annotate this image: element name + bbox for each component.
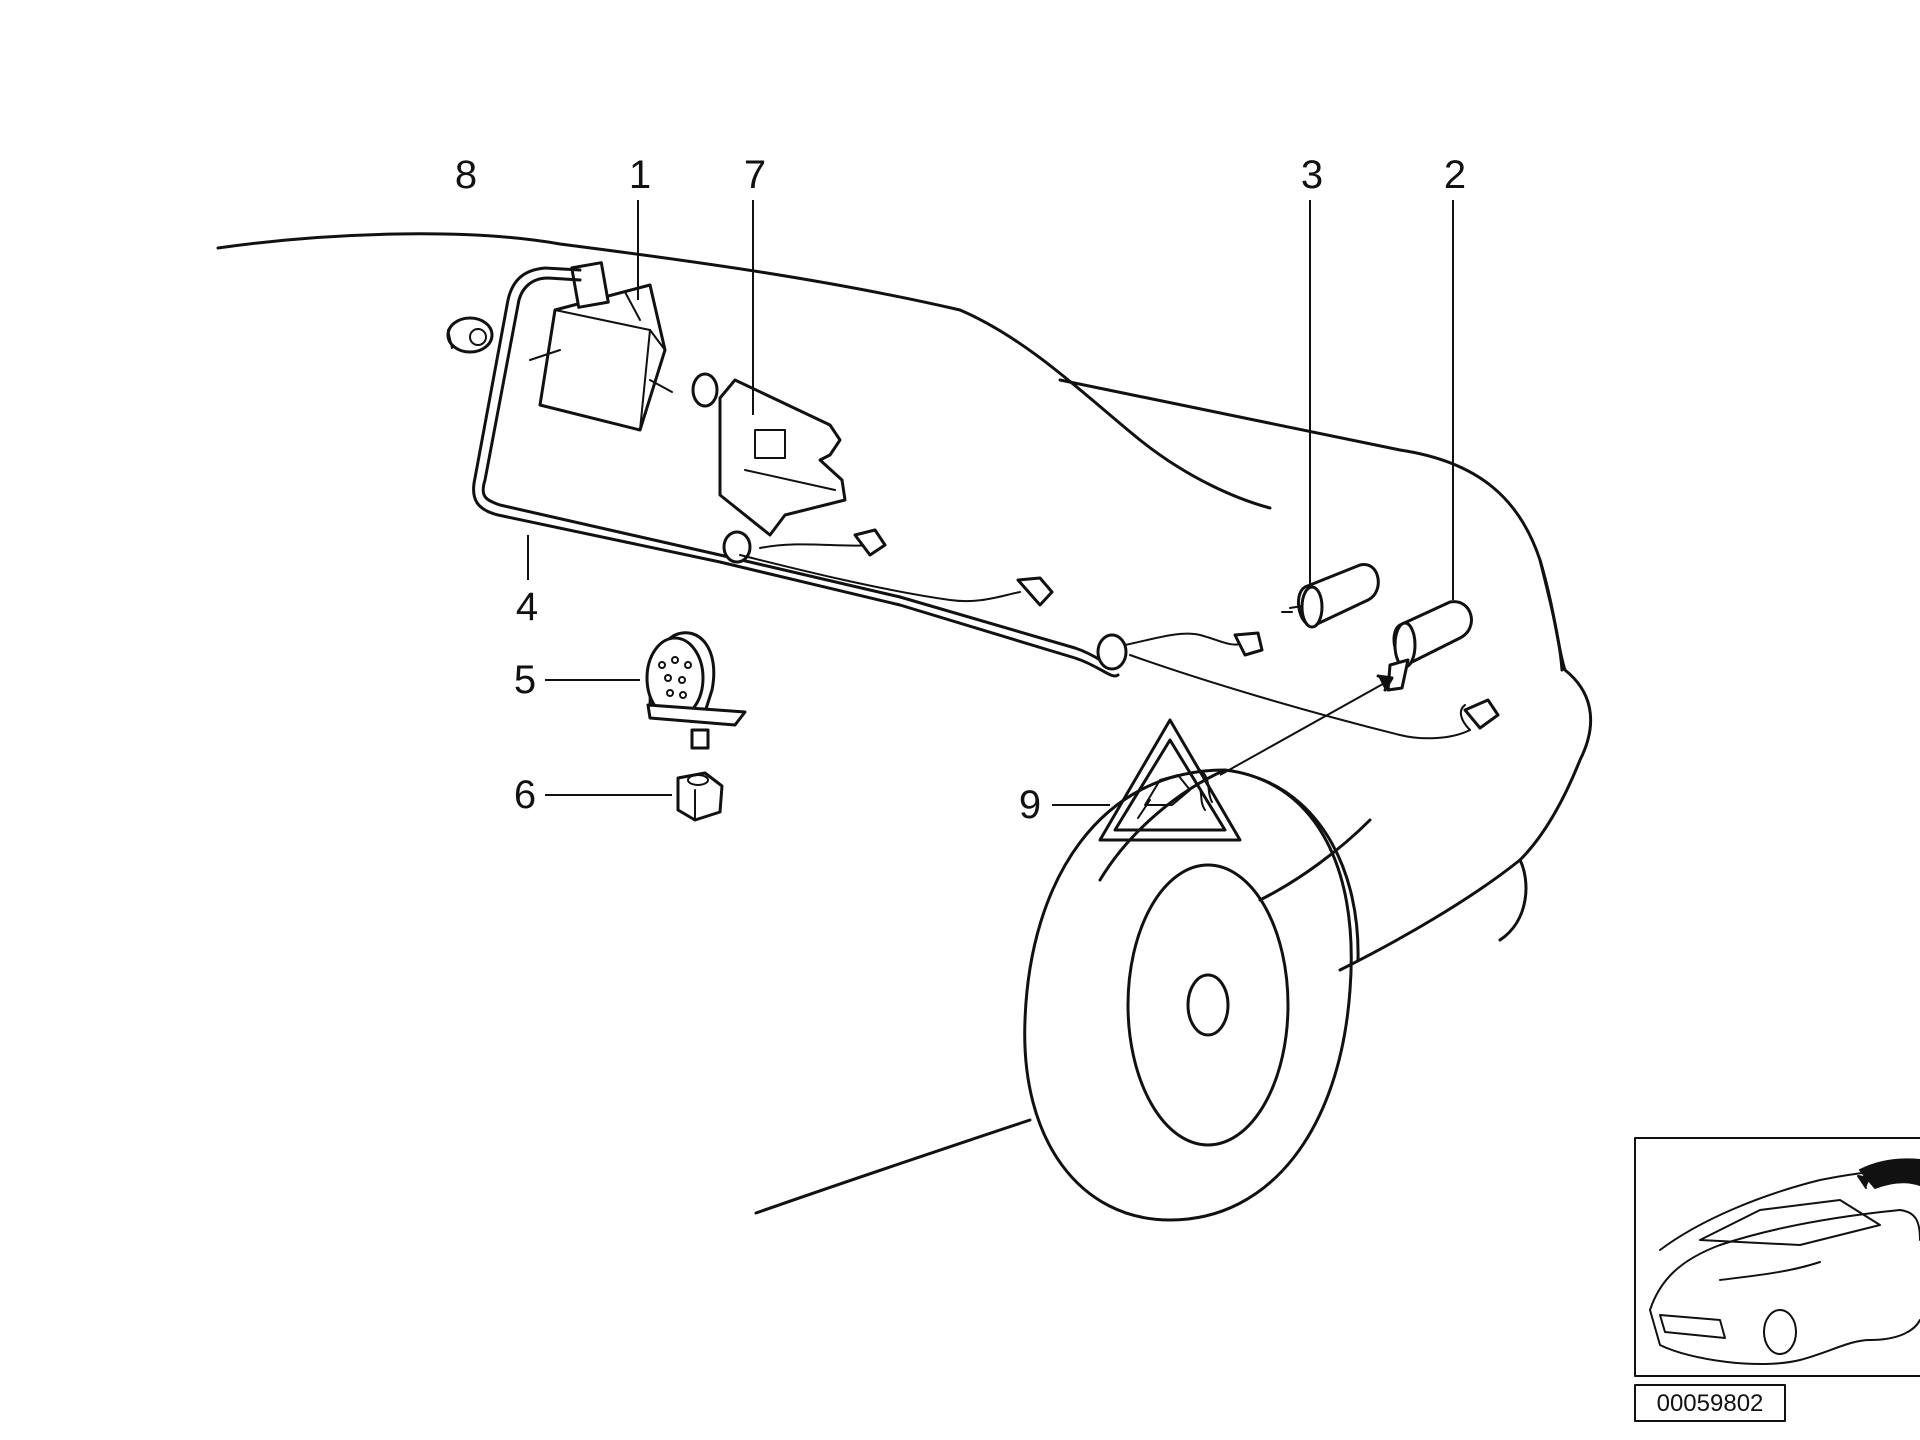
locator-thumbnail	[1634, 1137, 1920, 1377]
leader-lines	[527, 200, 1454, 806]
callout-7: 7	[744, 153, 766, 197]
wheel	[1023, 768, 1360, 1222]
part-6-nut	[676, 771, 724, 822]
callout-5: 5	[514, 658, 536, 702]
callout-labels: 8 1 7 3 2 4 5 6 9	[455, 153, 1466, 827]
callout-3: 3	[1301, 153, 1323, 197]
part-9-warning-label	[1098, 674, 1394, 842]
reference-number: 00059802	[1657, 1390, 1764, 1417]
car-body-outline	[216, 232, 1593, 1215]
callout-2: 2	[1444, 153, 1466, 197]
callout-8: 8	[455, 153, 477, 197]
part-8-clip	[446, 316, 494, 354]
reference-number-box: 00059802	[1634, 1384, 1786, 1422]
part-2-sensor	[1386, 600, 1473, 692]
callout-6: 6	[514, 773, 536, 817]
part-5-buzzer	[645, 631, 747, 750]
callout-9: 9	[1019, 783, 1041, 827]
callout-4: 4	[516, 585, 538, 629]
callout-1: 1	[629, 153, 651, 197]
part-4-wiring-harness	[472, 266, 1500, 740]
part-1-control-unit	[529, 261, 673, 432]
part-7-bracket	[691, 372, 847, 537]
part-3-sensor	[1281, 563, 1380, 629]
